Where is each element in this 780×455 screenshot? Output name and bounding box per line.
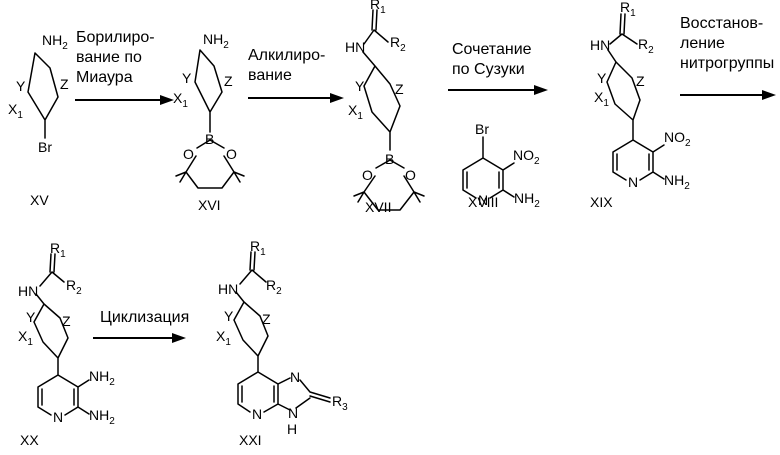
xvi-z-label: Z bbox=[224, 73, 233, 89]
xix-no2-label: NO2 bbox=[664, 129, 691, 149]
xx-x1-label: X1 bbox=[18, 328, 33, 348]
xvii-b-label: B bbox=[385, 151, 394, 167]
compound-xvi: NH2 Y Z X1 B O O XVI bbox=[173, 31, 244, 213]
xx-r2-label: R2 bbox=[66, 277, 82, 297]
xx-hn-label: HN bbox=[18, 283, 38, 299]
xix-y-label: Y bbox=[597, 70, 607, 86]
arrow-borylation: Борилиро- вание по Миаура bbox=[75, 29, 174, 105]
xx-nh2-top-label: NH2 bbox=[89, 368, 115, 388]
step-alkylation-line-2: вание bbox=[248, 67, 292, 84]
xviii-br-label: Br bbox=[475, 121, 489, 137]
xxi-z-label: Z bbox=[262, 311, 271, 327]
reagent-xviii: Br NO2 N NH2 XVIII bbox=[463, 121, 540, 210]
xxi-x1-label: X1 bbox=[216, 328, 231, 348]
step-borylation-line-3: Миаура bbox=[76, 69, 133, 86]
label-xviii: XVIII bbox=[468, 194, 498, 210]
xix-nh2-label: NH2 bbox=[664, 172, 690, 192]
xvi-o-left: O bbox=[183, 146, 194, 162]
xx-n-label: N bbox=[53, 409, 63, 425]
xv-y-label: Y bbox=[16, 78, 26, 94]
xvi-y-label: Y bbox=[182, 70, 192, 86]
xxi-r2-label: R2 bbox=[266, 277, 282, 297]
step-suzuki-line-1: Сочетание bbox=[452, 41, 532, 58]
xx-r1-label: R1 bbox=[50, 240, 66, 260]
xvii-r2-label: R2 bbox=[390, 34, 406, 54]
xix-r2-label: R2 bbox=[638, 36, 654, 56]
xxi-h-label: H bbox=[287, 421, 297, 437]
xvii-o-left: O bbox=[362, 167, 373, 183]
xvi-b-label: B bbox=[205, 131, 214, 147]
xviii-nh2-label: NH2 bbox=[514, 190, 540, 210]
xvi-nh2-label: NH2 bbox=[203, 31, 229, 51]
step-suzuki-line-2: по Сузуки bbox=[452, 61, 525, 78]
xxi-r1-label: R1 bbox=[250, 238, 266, 258]
step-reduction-line-1: Восстанов- bbox=[680, 15, 763, 32]
compound-xxi: R1 R2 HN Y Z X1 N R3 N N H XXI bbox=[216, 238, 348, 448]
label-xxi: XXI bbox=[239, 432, 262, 448]
step-borylation-line-2: вание по bbox=[76, 49, 142, 66]
xix-hn-label: HN bbox=[590, 37, 610, 53]
step-alkylation-line-1: Алкилиро- bbox=[248, 47, 325, 64]
arrow-suzuki: Сочетание по Сузуки bbox=[448, 41, 548, 95]
xv-nh2-label: NH2 bbox=[42, 32, 68, 52]
xvii-o-right: O bbox=[405, 167, 416, 183]
compound-xix: R1 R2 HN Y Z X1 NO2 N NH2 XIX bbox=[590, 0, 691, 210]
xix-z-label: Z bbox=[636, 73, 645, 89]
label-xvii: XVII bbox=[365, 199, 391, 215]
step-cyclization-line-1: Циклизация bbox=[100, 309, 189, 326]
xxi-n-top-label: N bbox=[290, 369, 300, 385]
xxi-n-ring-label: N bbox=[252, 406, 262, 422]
xvii-z-label: Z bbox=[395, 81, 404, 97]
xvii-x1-label: X1 bbox=[348, 102, 363, 122]
label-xv: XV bbox=[30, 192, 49, 208]
xxi-hn-label: HN bbox=[218, 281, 238, 297]
xxi-y-label: Y bbox=[224, 308, 234, 324]
step-borylation-line-1: Борилиро- bbox=[76, 29, 155, 46]
xix-r1-label: R1 bbox=[620, 0, 636, 19]
label-xx: XX bbox=[20, 432, 39, 448]
xvi-o-right: O bbox=[226, 146, 237, 162]
xix-x1-label: X1 bbox=[594, 89, 609, 109]
compound-xx: R1 R2 HN Y Z X1 NH2 N NH2 XX bbox=[18, 240, 115, 448]
xix-n-label: N bbox=[628, 174, 638, 190]
compound-xv: NH2 Y Z X1 Br XV bbox=[8, 32, 69, 208]
xx-nh2-bottom-label: NH2 bbox=[89, 407, 115, 427]
label-xvi: XVI bbox=[198, 197, 221, 213]
step-reduction-line-3: нитрогруппы bbox=[680, 55, 774, 72]
xv-z-label: Z bbox=[60, 76, 69, 92]
xxi-r3-label: R3 bbox=[332, 393, 348, 413]
xvi-x1-label: X1 bbox=[173, 90, 188, 110]
arrow-alkylation: Алкилиро- вание bbox=[248, 47, 344, 103]
xxi-nh-label: N bbox=[288, 405, 298, 421]
xvii-hn-label: HN bbox=[345, 39, 365, 55]
xvii-y-label: Y bbox=[355, 78, 365, 94]
step-reduction-line-2: ление bbox=[680, 35, 725, 52]
arrow-cyclization: Циклизация bbox=[93, 309, 189, 343]
xviii-no2-label: NO2 bbox=[513, 147, 540, 167]
xv-br-label: Br bbox=[38, 139, 52, 155]
arrow-reduction: Восстанов- ление нитрогруппы bbox=[680, 15, 776, 100]
label-xix: XIX bbox=[590, 194, 613, 210]
xx-z-label: Z bbox=[62, 313, 71, 329]
xx-y-label: Y bbox=[26, 309, 36, 325]
compound-xvii: R1 R2 HN Y Z X1 B O O XVII bbox=[345, 0, 424, 215]
xv-x1-label: X1 bbox=[8, 101, 23, 121]
